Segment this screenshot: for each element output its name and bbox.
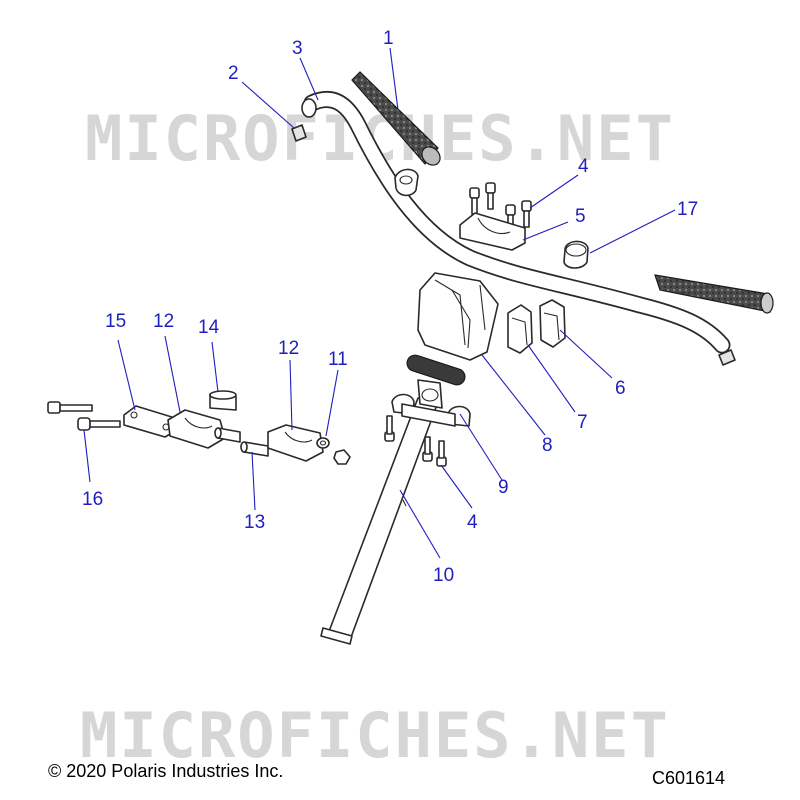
steering-post [320,397,439,645]
clamp-12-left [167,409,226,449]
bushing-6 [539,299,566,348]
bolt-top-left [47,401,93,414]
callout-4-top: 4 [578,156,589,177]
grip-right [654,274,774,314]
bolt-16 [77,417,121,431]
callout-2: 2 [228,63,239,84]
watermark-bottom: MICROFICHES.NET [80,699,670,772]
grip-left [351,71,441,166]
callout-17: 17 [677,199,698,220]
copyright-notice: © 2020 Polaris Industries Inc. [48,761,284,781]
end-plug [291,124,307,142]
callout-1: 1 [383,28,394,49]
callout-8: 8 [542,435,553,456]
nut-11-lower [333,449,351,465]
callout-13: 13 [244,512,265,533]
nut-11 [316,437,330,449]
callout-9: 9 [498,477,509,498]
leader-lines [83,47,676,559]
callout-16: 16 [82,489,103,510]
figure-code: C601614 [652,768,726,788]
callout-6: 6 [615,378,626,399]
callout-4-bottom: 4 [467,512,478,533]
callout-14: 14 [198,317,220,338]
lower-bolts [384,415,447,467]
callout-11: 11 [328,349,348,370]
upper-clamp [459,212,526,251]
callout-7: 7 [577,412,588,433]
callout-3: 3 [292,38,303,59]
callout-5: 5 [575,206,586,227]
spacer-14 [209,390,237,411]
bar-end-cap [718,349,736,366]
clamp-12-right [267,424,324,462]
callouts: 1 2 3 4 5 17 15 12 14 12 11 6 7 8 9 16 1… [82,28,698,586]
callout-10: 10 [433,565,454,586]
callout-12-left: 12 [153,311,174,332]
callout-12-right: 12 [278,338,299,359]
bushing-7 [507,304,533,354]
callout-15: 15 [105,311,126,332]
handlebar [301,91,731,354]
post-top-clamp [391,354,471,427]
pin-13-upper [214,427,241,443]
riser-block [417,272,499,361]
pin-13-lower [240,441,269,457]
clamp-17 [563,240,589,269]
bar-clamp-ring [394,168,419,197]
